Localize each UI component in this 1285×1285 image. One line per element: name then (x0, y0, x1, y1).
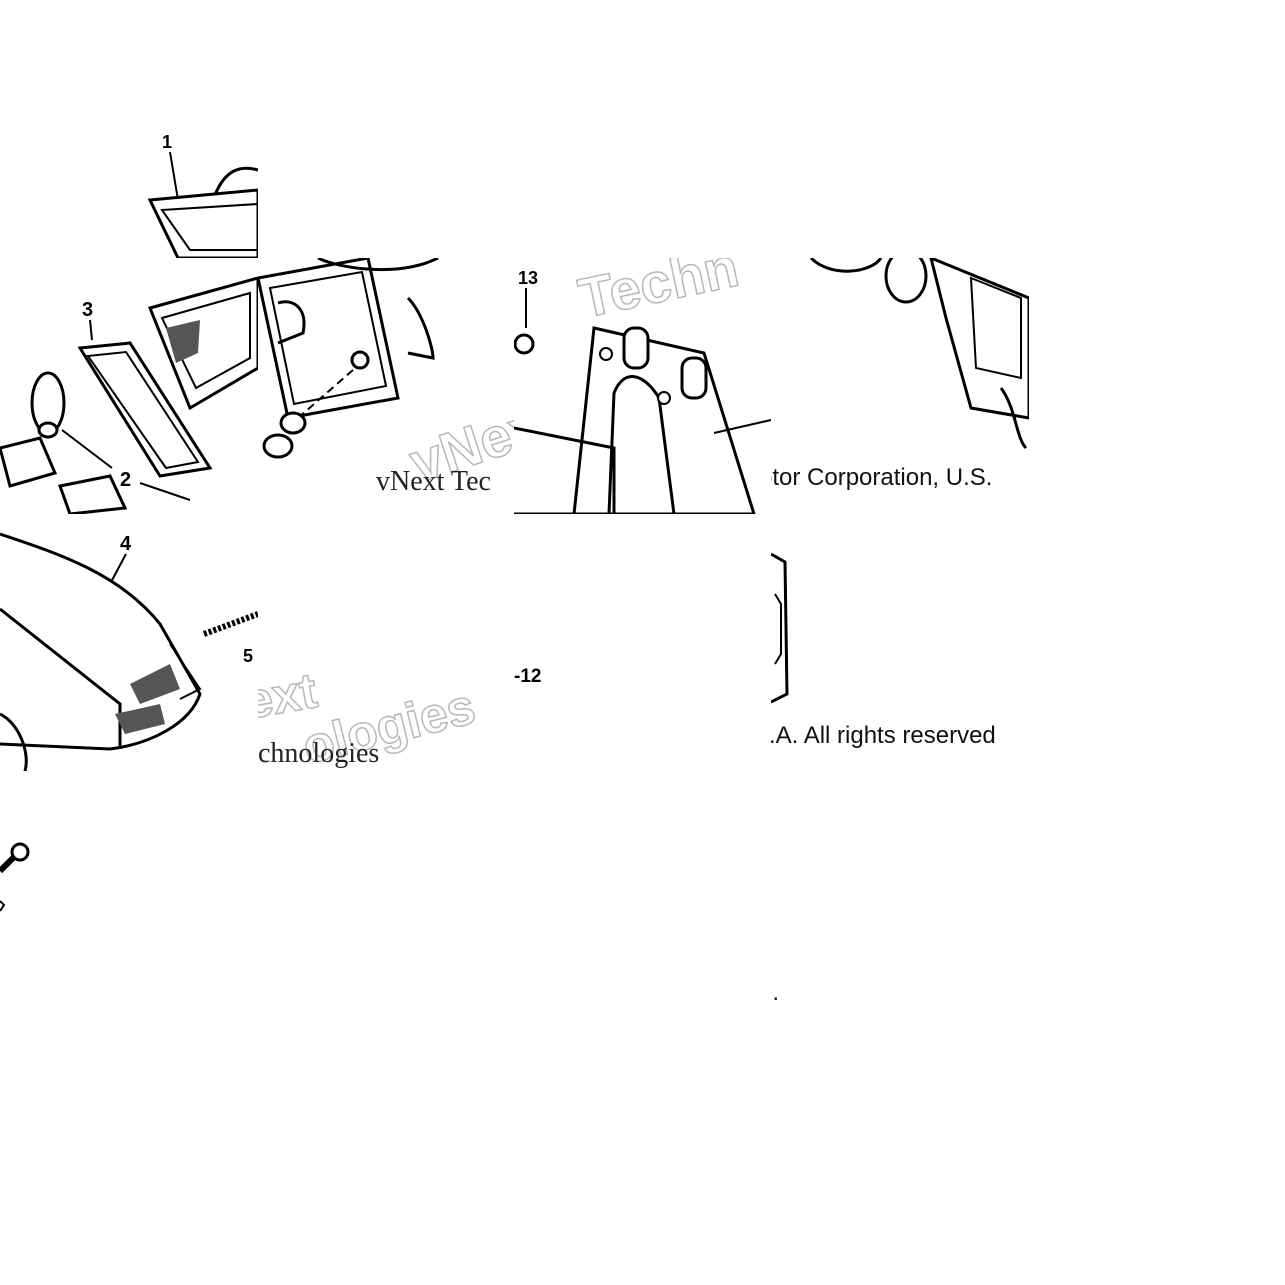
socket-grommet-drawing: vNex vNext Tec (258, 258, 514, 497)
callout-2: 2 (120, 469, 131, 491)
watermark-area: ext ologies chnologies (258, 661, 481, 771)
housing-bulb-gasket-drawing: 3 2 (0, 276, 258, 514)
watermark-serif-lower: chnologies (258, 738, 379, 769)
screw-drawing (0, 842, 30, 912)
copyright-line-3: l. (771, 979, 779, 1006)
callout-4: 4 (120, 533, 132, 555)
diagram-tile-row3-col2: ext ologies chnologies (258, 514, 514, 771)
callout-3: 3 (82, 299, 93, 321)
copyright-line-2: .A. All rights reserved (771, 722, 996, 749)
figure-label: -12 (514, 666, 542, 687)
diagram-tile-row3-col4: .A. All rights reserved (771, 514, 1029, 771)
lens-cover-drawing: 4 5 (0, 532, 258, 771)
lens-frame-drawing: 1 (147, 132, 258, 258)
diagram-tile-row2-col2: vNex vNext Tec (258, 258, 514, 514)
copyright-line-1: otor Corporation, U.S. (771, 464, 993, 491)
diagram-tile-top-left: 1 (0, 0, 258, 258)
diagram-tile-row2-col1: 3 2 (0, 258, 258, 514)
watermark-brand-text: vNext Tec (376, 466, 491, 497)
mounting-bracket-drawing: 13 Techn (514, 258, 771, 514)
diagram-tile-row3-col1: 4 5 (0, 514, 258, 771)
watermark-outline-techn: Techn (573, 258, 743, 330)
diagram-tile-row3-col3: -12 (514, 514, 771, 771)
diagram-tile-row4-col4: l. (771, 771, 1029, 1028)
callout-13: 13 (518, 268, 538, 288)
callout-1: 1 (162, 132, 172, 152)
part-edge-drawing (771, 552, 789, 704)
diagram-tile-row2-col4: otor Corporation, U.S. (771, 258, 1029, 514)
callout-5: 5 (243, 646, 253, 666)
diagram-tile-row4-col1 (0, 771, 258, 1028)
cover-plate-drawing (809, 258, 1029, 450)
diagram-tile-row2-col3: 13 Techn (514, 258, 771, 514)
